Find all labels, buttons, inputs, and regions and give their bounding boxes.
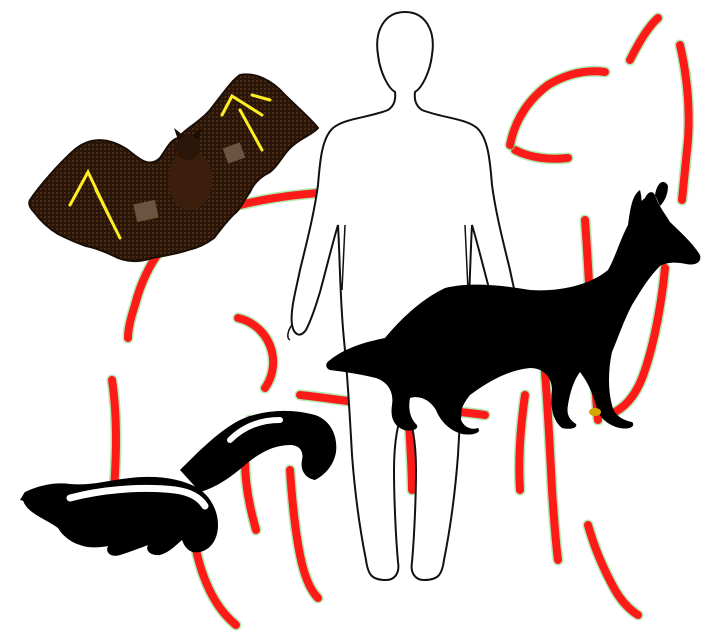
bat [29,74,318,261]
transmission-line [630,18,658,60]
transmission-line [290,470,318,598]
transmission-line [510,71,605,145]
transmission-line [112,380,116,490]
transmission-line [588,525,638,615]
